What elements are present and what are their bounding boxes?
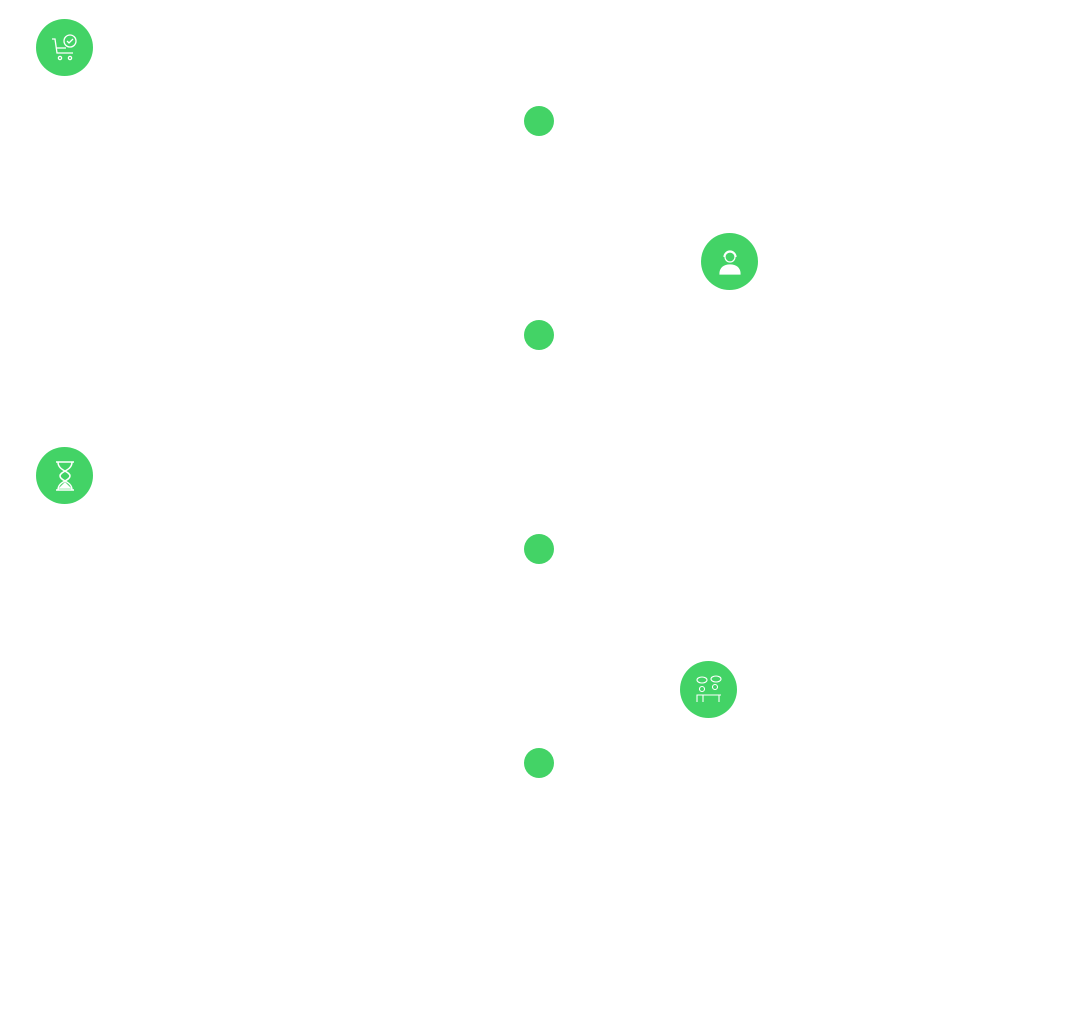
timeline-dot	[524, 106, 554, 136]
timeline-dot	[524, 534, 554, 564]
consultation-icon	[695, 674, 722, 702]
support-agent-icon	[718, 249, 741, 275]
step-1-badge	[36, 19, 93, 76]
step-2-badge	[701, 233, 758, 290]
timeline-dot	[524, 748, 554, 778]
hourglass-icon	[55, 460, 74, 491]
step-3-badge	[36, 447, 93, 504]
cart-check-icon	[51, 33, 77, 60]
timeline-dot	[524, 320, 554, 350]
step-4-badge	[680, 661, 737, 718]
